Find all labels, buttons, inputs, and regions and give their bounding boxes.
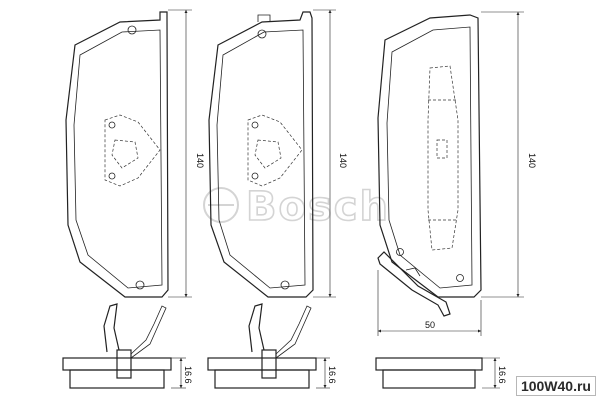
height-dimension-2: 140 <box>338 153 348 168</box>
thickness-dimension-1: 16.6 <box>183 366 193 384</box>
bosch-logo-text: Bosch <box>246 184 390 230</box>
brake-pad-view-3: 140 50 <box>377 11 537 336</box>
height-dimension-1: 140 <box>195 153 205 168</box>
brake-pad-view-1: 140 <box>65 9 205 298</box>
edge-view-2: 16.6 <box>207 303 337 389</box>
bosch-logo: Bosch <box>203 183 390 231</box>
brake-pad-view-2: 140 <box>208 9 348 298</box>
edge-view-1: 16.6 <box>62 303 193 389</box>
edge-view-3: 16.6 <box>375 357 507 389</box>
thickness-dimension-2: 16.6 <box>327 366 337 384</box>
thickness-dimension-3: 16.6 <box>497 366 507 384</box>
site-watermark: 100W40.ru <box>515 376 596 396</box>
height-dimension-3: 140 <box>527 153 537 168</box>
width-dimension: 50 <box>425 320 435 330</box>
